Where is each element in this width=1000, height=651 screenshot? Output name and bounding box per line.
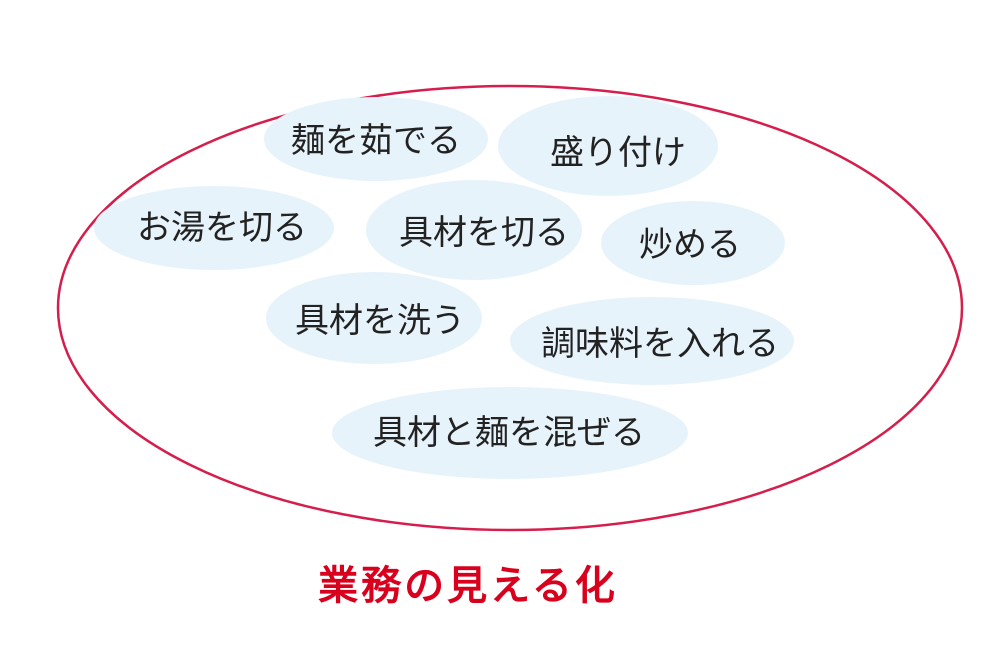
task-label: 具材を洗う (295, 301, 465, 341)
task-label: 調味料を入れる (541, 324, 779, 364)
outer-ellipse (56, 84, 964, 532)
task-bubble-boil-water: お湯を切る (94, 186, 334, 270)
task-label: 具材と麺を混ぜる (373, 413, 645, 453)
task-bubble-boil-noodles: 麺を茹でる (264, 97, 488, 181)
task-bubble-shape (266, 272, 482, 364)
task-bubble-shape (510, 297, 794, 385)
task-bubble-shape (366, 180, 582, 280)
task-bubble-shape (264, 97, 488, 181)
task-bubble-shape (601, 201, 785, 285)
task-bubble-shape (332, 387, 688, 479)
task-label: 炒める (639, 225, 741, 265)
task-bubble-shape (498, 96, 718, 196)
task-label: 具材を切る (399, 213, 569, 253)
task-bubble-plate: 盛り付け (498, 96, 718, 196)
task-bubble-cut-ingredients: 具材を切る (366, 180, 582, 280)
task-bubble-add-seasoning: 調味料を入れる (510, 297, 794, 385)
task-label: 麺を茹でる (291, 121, 461, 161)
task-bubble-stir-fry: 炒める (601, 201, 785, 285)
task-bubble-wash-ingredients: 具材を洗う (266, 272, 482, 364)
caption-title: 業務の見える化 (318, 563, 618, 609)
task-label: お湯を切る (137, 208, 307, 248)
task-bubble-shape (94, 186, 334, 270)
task-bubble-mix: 具材と麺を混ぜる (332, 387, 688, 479)
task-label: 盛り付け (550, 133, 686, 173)
